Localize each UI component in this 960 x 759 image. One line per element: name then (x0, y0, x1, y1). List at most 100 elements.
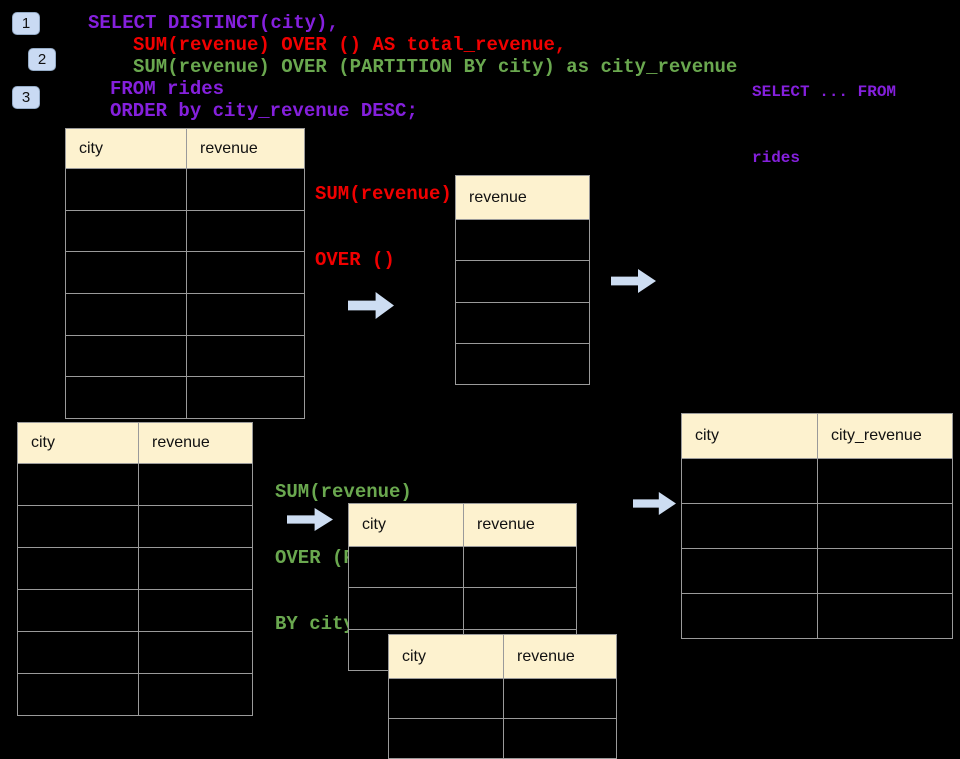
table-row (389, 718, 616, 758)
column-header-revenue: revenue (463, 504, 576, 546)
column-header-revenue: revenue (503, 635, 616, 678)
arrow-right-icon (611, 269, 656, 293)
table-cell (138, 632, 252, 673)
table-header-row: revenue (456, 176, 589, 219)
table-cell (456, 220, 589, 260)
table-cell (186, 210, 304, 252)
table-cell (186, 335, 304, 377)
sql-line-sum-over-partition: SUM(revenue) OVER (PARTITION BY city) as… (133, 56, 738, 78)
column-header-revenue: revenue (469, 188, 527, 206)
table-row (456, 342, 589, 384)
table-cell (138, 590, 252, 631)
column-header-city: city (402, 647, 426, 665)
column-header-city: city (31, 434, 55, 451)
table-row (456, 219, 589, 260)
table-cell (18, 548, 138, 589)
table-cell (817, 549, 952, 593)
sql-line-sum-over-total: SUM(revenue) OVER () AS total_revenue, (133, 34, 567, 56)
arrow-right-icon (633, 492, 676, 515)
table-row (349, 546, 576, 588)
table-row (66, 376, 304, 419)
table-row (18, 631, 252, 673)
table-cell (18, 590, 138, 631)
table-total-revenue: revenue (455, 175, 590, 386)
table-row (349, 587, 576, 629)
table-cell (66, 252, 186, 293)
total-revenue-label-line-1: SUM(revenue) (315, 183, 452, 205)
table-cell (682, 594, 817, 638)
table-header-row: city revenue (349, 504, 576, 546)
total-revenue-label-line-2: OVER () (315, 249, 395, 271)
table-row (682, 548, 952, 593)
table-cell (18, 464, 138, 505)
column-header-city_revenue: city_revenue (817, 414, 952, 458)
column-header-revenue: revenue (138, 423, 252, 463)
table-row (456, 260, 589, 301)
table-row (18, 505, 252, 547)
table-cell (138, 674, 252, 715)
table-cell (66, 169, 186, 210)
column-header-city: city (362, 516, 386, 533)
table-cell (138, 464, 252, 505)
table-header-row: city revenue (389, 635, 616, 678)
table-row (66, 293, 304, 335)
table-header-row: city revenue (66, 129, 304, 168)
table-cell (817, 594, 952, 638)
table-row (66, 168, 304, 210)
table-row (682, 503, 952, 548)
table-cell (18, 632, 138, 673)
table-cell (463, 588, 576, 629)
table-row (682, 458, 952, 503)
table-cell (389, 719, 503, 758)
table-cell (817, 504, 952, 548)
table-cell (186, 169, 304, 210)
table-row (66, 209, 304, 252)
table-cell (138, 506, 252, 547)
table-row (682, 593, 952, 638)
table-partition-overlap: city revenue (388, 634, 617, 759)
table-row (18, 589, 252, 631)
table-cell (682, 459, 817, 503)
table-header-row: city city_revenue (682, 414, 952, 458)
table-cell (186, 252, 304, 294)
table-cell (66, 336, 186, 377)
step-badge-2: 2 (28, 48, 56, 71)
side-snippet-line-1: SELECT ... FROM (752, 83, 897, 101)
column-header-city: city (695, 427, 719, 444)
table-cell (18, 506, 138, 547)
table-cell (503, 719, 616, 758)
table-header-row: city revenue (18, 423, 252, 463)
column-header-city: city (79, 139, 103, 157)
arrow-right-icon (348, 292, 394, 319)
table-cell (186, 377, 304, 419)
column-header-revenue: revenue (186, 129, 304, 168)
side-snippet-select-from-rides: SELECT ... FROM rides (752, 37, 896, 191)
table-city-revenue-result: city city_revenue (681, 413, 953, 639)
table-cell (456, 303, 589, 343)
side-snippet-line-2: rides (752, 149, 801, 167)
table-cell (463, 547, 576, 588)
table-cell (66, 294, 186, 335)
table-cell (456, 261, 589, 301)
table-cell (817, 459, 952, 503)
table-cell (18, 674, 138, 715)
table-cell (682, 504, 817, 548)
table-cell (186, 294, 304, 335)
table-row (18, 673, 252, 715)
table-source-bottom: city revenue (17, 422, 253, 716)
table-cell (503, 679, 616, 718)
table-cell (389, 679, 503, 718)
table-source-top: city revenue (65, 128, 305, 420)
partition-label-line-1: SUM(revenue) (275, 481, 412, 503)
table-cell (349, 588, 463, 628)
sql-line-from: FROM rides (110, 78, 225, 100)
table-row (66, 334, 304, 377)
table-row (18, 463, 252, 505)
table-row (456, 301, 589, 343)
slide-canvas: { "badges": [ {"label": "1"}, {"label": … (12, 12, 953, 759)
table-cell (66, 377, 186, 418)
sql-line-select: SELECT DISTINCT(city), (88, 12, 339, 34)
step-badge-1: 1 (12, 12, 40, 35)
step-badge-3: 3 (12, 86, 40, 109)
table-cell (349, 547, 463, 587)
